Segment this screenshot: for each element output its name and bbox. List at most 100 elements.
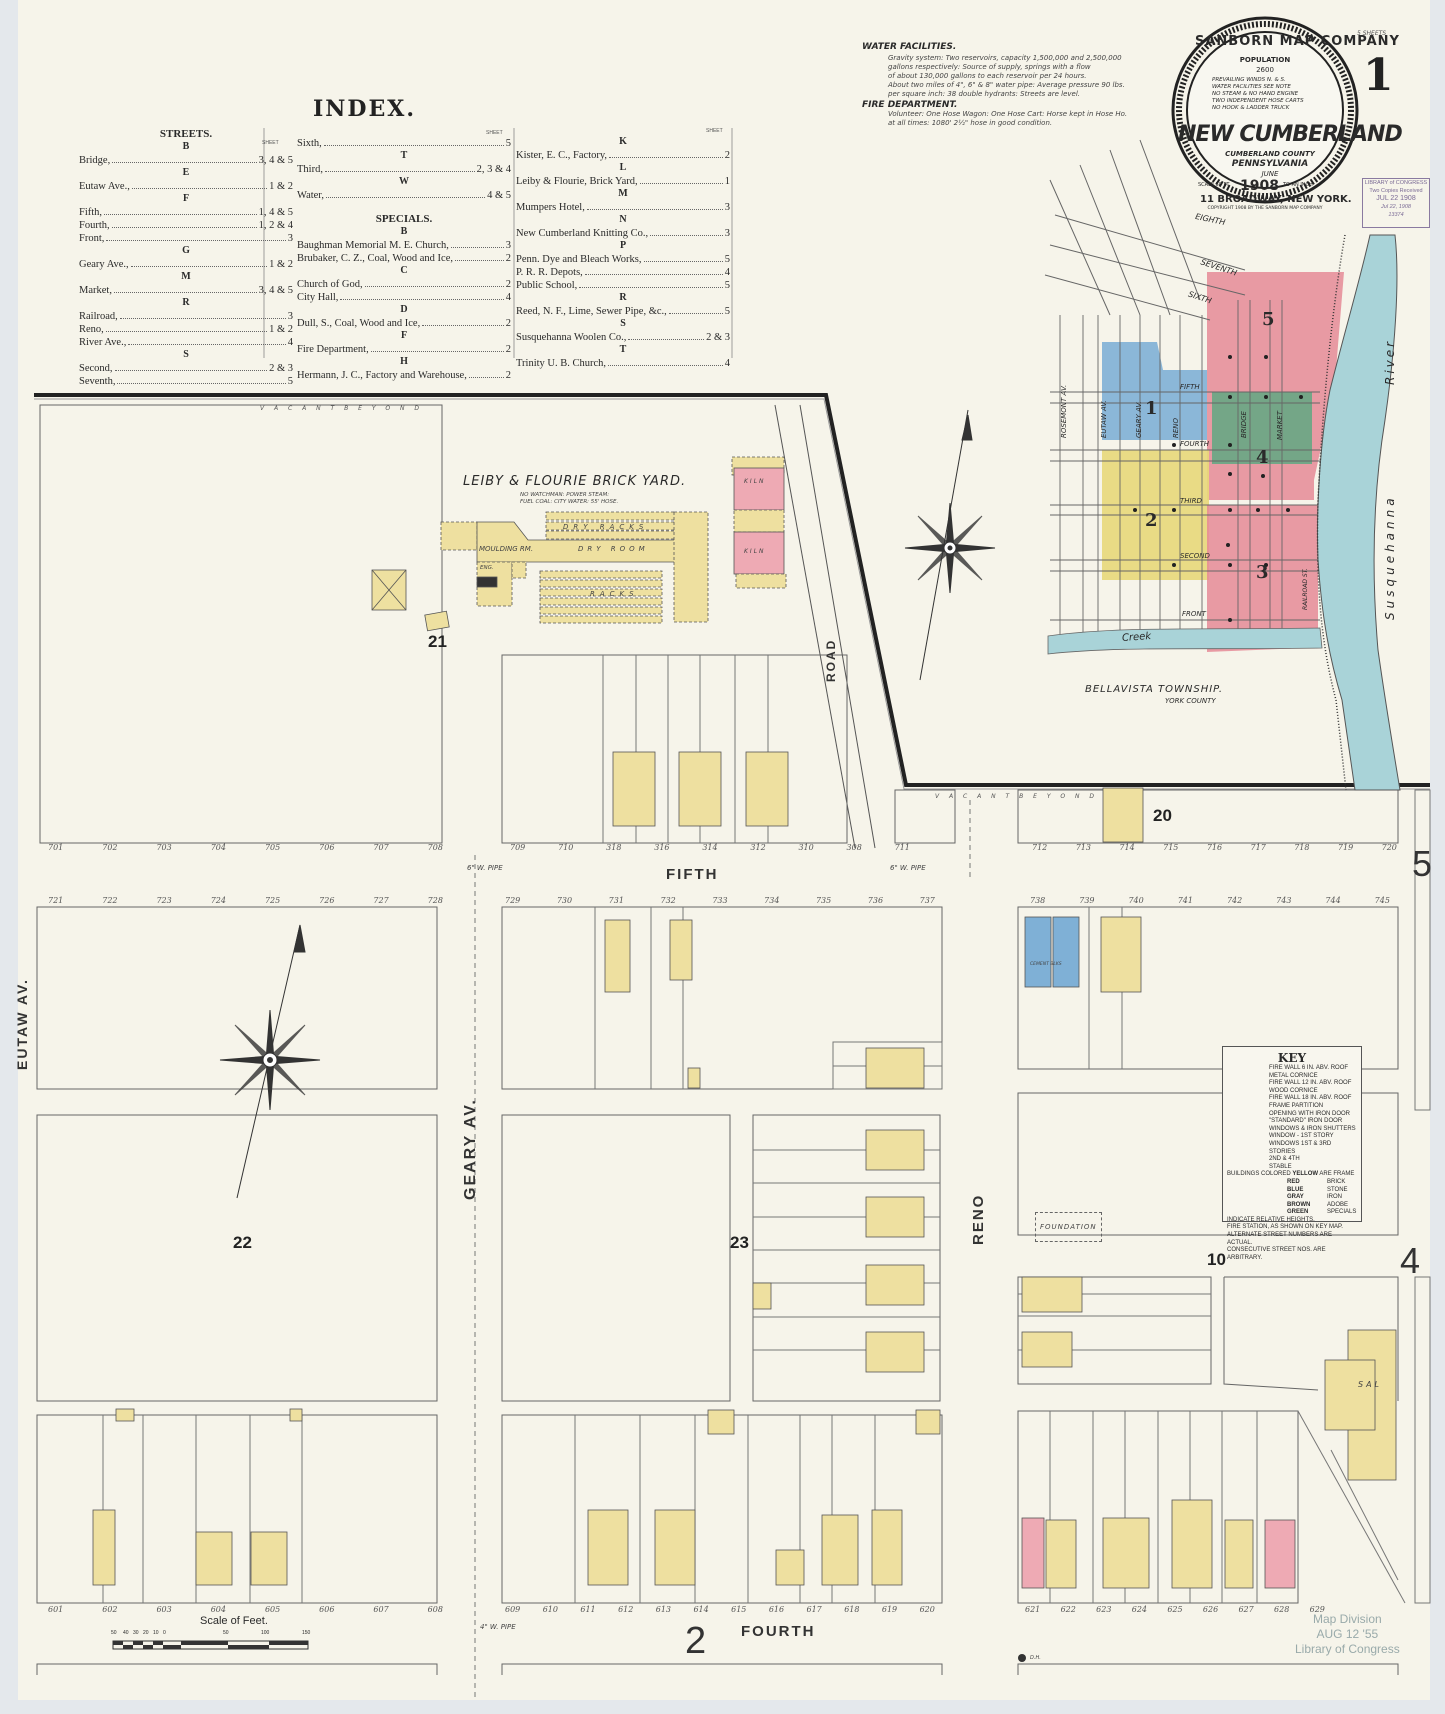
keymap-sheet-2[interactable]: 2 bbox=[1145, 510, 1158, 531]
index-leader-dots bbox=[608, 365, 723, 366]
street-reno: RENO bbox=[970, 1193, 987, 1245]
index-leader-dots bbox=[668, 313, 723, 314]
index-entry[interactable]: City Hall,4 bbox=[297, 290, 511, 303]
keymap-sheet-1[interactable]: 1 bbox=[1145, 398, 1158, 419]
sheet-column-header-2: SHEET bbox=[486, 130, 503, 136]
index-entry[interactable]: Susquehanna Woolen Co.,2 & 3 bbox=[516, 330, 730, 343]
index-entry[interactable]: New Cumberland Knitting Co.,3 bbox=[516, 226, 730, 239]
racks-label: RACKS bbox=[590, 590, 639, 598]
county-name: CUMBERLAND COUNTY bbox=[1225, 150, 1315, 158]
street-fourth: FOURTH bbox=[741, 1623, 816, 1640]
keymap-street-railroad: RAILROAD ST. bbox=[1302, 568, 1309, 610]
index-leader-dots bbox=[106, 240, 286, 241]
keymap-street-rosemont: ROSEMONT AV. bbox=[1060, 384, 1068, 438]
index-leader-dots bbox=[104, 214, 257, 215]
index-entry-sheet: 5 bbox=[724, 254, 730, 265]
index-entry-label: Sixth, bbox=[297, 138, 322, 149]
index-entry-label: Eutaw Ave., bbox=[79, 181, 130, 192]
keymap-sheet-4[interactable]: 4 bbox=[1256, 447, 1269, 468]
index-entry[interactable]: Fire Department,2 bbox=[297, 342, 511, 355]
street-road: ROAD bbox=[824, 638, 838, 682]
index-entry[interactable]: Dull, S., Coal, Wood and Ice,2 bbox=[297, 316, 511, 329]
index-entry-label: Third, bbox=[297, 164, 323, 175]
index-entry-sheet: 2, 3 & 4 bbox=[476, 164, 511, 175]
index-letter-heading: F bbox=[400, 330, 408, 341]
index-entry-label: Fourth, bbox=[79, 220, 110, 231]
index-letter-heading: B bbox=[182, 141, 190, 152]
index-entry[interactable]: Water,4 & 5 bbox=[297, 188, 511, 201]
index-entry[interactable]: Brubaker, C. Z., Coal, Wood and Ice,2 bbox=[297, 251, 511, 264]
index-entry[interactable]: Second,2 & 3 bbox=[79, 361, 293, 374]
index-entry-sheet: 2 & 3 bbox=[706, 332, 730, 343]
index-entry[interactable]: P. R. R. Depots,4 bbox=[516, 265, 730, 278]
index-leader-dots bbox=[450, 247, 504, 248]
index-entry[interactable]: Reno,1 & 2 bbox=[79, 322, 293, 335]
adjoining-sheet-5[interactable]: 5 bbox=[1412, 843, 1433, 884]
index-entry[interactable]: Reed, N. F., Lime, Sewer Pipe, &c.,5 bbox=[516, 304, 730, 317]
adjoining-sheet-2[interactable]: 2 bbox=[685, 1620, 707, 1662]
keymap-street-second: SECOND bbox=[1180, 552, 1210, 560]
compass-rose-top bbox=[904, 409, 996, 681]
index-leader-dots bbox=[117, 383, 286, 384]
index-entry[interactable]: Fifth,1, 4 & 5 bbox=[79, 205, 293, 218]
creek-label: Creek bbox=[1121, 630, 1152, 645]
index-entry-label: Mumpers Hotel, bbox=[516, 202, 585, 213]
index-letter-heading: S bbox=[620, 318, 626, 329]
seal-copyright: COPYRIGHT 1908 BY THE SANBORN MAP COMPAN… bbox=[1207, 206, 1323, 211]
index-entry-sheet: 5 bbox=[287, 376, 293, 387]
keymap-sheet-3[interactable]: 3 bbox=[1256, 562, 1269, 583]
index-entry[interactable]: Church of God,2 bbox=[297, 277, 511, 290]
index-entry[interactable]: Seventh,5 bbox=[79, 374, 293, 387]
index-entry[interactable]: Eutaw Ave.,1 & 2 bbox=[79, 179, 293, 192]
index-entry[interactable]: Kister, E. C., Factory,2 bbox=[516, 148, 730, 161]
index-entry[interactable]: Hermann, J. C., Factory and Warehouse,2 bbox=[297, 368, 511, 381]
index-entry[interactable]: Market,3, 4 & 5 bbox=[79, 283, 293, 296]
index-entry-sheet: 3 bbox=[724, 202, 730, 213]
index-entry[interactable]: Public School,5 bbox=[516, 278, 730, 291]
index-leader-dots bbox=[326, 197, 486, 198]
index-entry[interactable]: Geary Ave.,1 & 2 bbox=[79, 257, 293, 270]
index-leader-dots bbox=[105, 331, 268, 332]
index-entry[interactable]: Leiby & Flourie, Brick Yard,1 bbox=[516, 174, 730, 187]
index-letter-heading: T bbox=[619, 344, 627, 355]
index-entry-label: New Cumberland Knitting Co., bbox=[516, 228, 649, 239]
index-entry[interactable]: Sixth,5 bbox=[297, 136, 511, 149]
dwellings bbox=[92, 751, 1397, 1589]
index-leader-dots bbox=[130, 266, 268, 267]
index-entry[interactable]: Trinity U. B. Church,4 bbox=[516, 356, 730, 369]
index-entry[interactable]: Railroad,3 bbox=[79, 309, 293, 322]
keymap-sheet-5[interactable]: 5 bbox=[1262, 309, 1275, 330]
vacant-beyond-top: V A C A N T B E Y O N D bbox=[260, 405, 424, 412]
index-entry[interactable]: Fourth,1, 2 & 4 bbox=[79, 218, 293, 231]
adjoining-sheet-4[interactable]: 4 bbox=[1400, 1240, 1421, 1281]
water-pipe-label-right: 6" W. PIPE bbox=[890, 864, 926, 872]
index-leader-dots bbox=[131, 188, 268, 189]
index-entry[interactable]: Penn. Dye and Bleach Works,5 bbox=[516, 252, 730, 265]
keymap-street-fourth: FOURTH bbox=[1180, 440, 1210, 448]
scale-note-right: TO AN INCH bbox=[1283, 182, 1313, 188]
index-entry[interactable]: Front,3 bbox=[79, 231, 293, 244]
sheet-number: 1 bbox=[1363, 50, 1394, 101]
index-entry[interactable]: Mumpers Hotel, 3 bbox=[516, 200, 730, 213]
index-entry-sheet: 5 bbox=[724, 280, 730, 291]
index-entry-sheet: 3, 4 & 5 bbox=[258, 285, 293, 296]
index-leader-dots bbox=[422, 325, 504, 326]
index-entry[interactable]: River Ave.,4 bbox=[79, 335, 293, 348]
fire-department-title: FIRE DEPARTMENT. bbox=[862, 100, 958, 110]
index-letter-heading: F bbox=[182, 193, 190, 204]
index-letter-heading: K bbox=[619, 136, 627, 147]
index-entry-sheet: 2 bbox=[505, 370, 511, 381]
index-leader-dots bbox=[586, 209, 723, 210]
index-entry[interactable]: Bridge,3, 4 & 5 bbox=[79, 153, 293, 166]
sheet-column-header: SHEET bbox=[262, 140, 279, 146]
index-entry-sheet: 2 bbox=[505, 253, 511, 264]
index-entry[interactable]: Baughman Memorial M. E. Church,3 bbox=[297, 238, 511, 251]
index-entry[interactable]: Third, 2, 3 & 4 bbox=[297, 162, 511, 175]
